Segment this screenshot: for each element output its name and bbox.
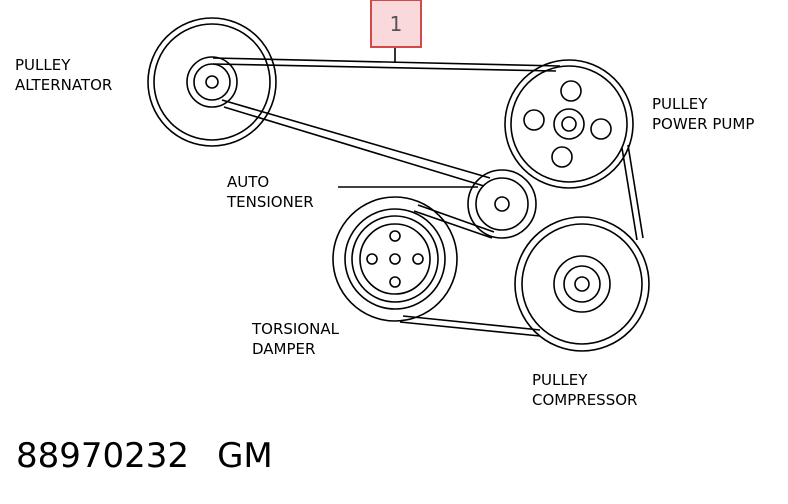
label-damper-line2: DAMPER (252, 340, 315, 358)
label-tensioner-line2: TENSIONER (226, 193, 314, 211)
brand-name: GM (217, 436, 273, 476)
footer: 88970232 GM (16, 436, 301, 476)
part-number: 88970232 (16, 436, 190, 476)
label-damper-line1: TORSIONAL (251, 320, 340, 338)
label-alternator-line1: PULLEY (15, 56, 71, 74)
label-alternator-line2: ALTERNATOR (15, 76, 112, 94)
pulley-compressor (514, 216, 650, 352)
label-compressor-line1: PULLEY (532, 371, 588, 389)
torsional-damper (332, 196, 458, 322)
label-compressor-line2: COMPRESSOR (532, 391, 637, 409)
label-power-pump-line1: PULLEY (652, 95, 708, 113)
callout-1: 1 (370, 0, 422, 48)
label-power-pump-line2: POWER PUMP (652, 115, 754, 133)
label-tensioner-line1: AUTO (227, 173, 269, 191)
pulley-alternator (147, 17, 277, 147)
pulley-power-pump (504, 59, 634, 189)
auto-tensioner (467, 169, 537, 239)
drive-belt (212, 57, 644, 337)
callout-number: 1 (390, 12, 403, 36)
